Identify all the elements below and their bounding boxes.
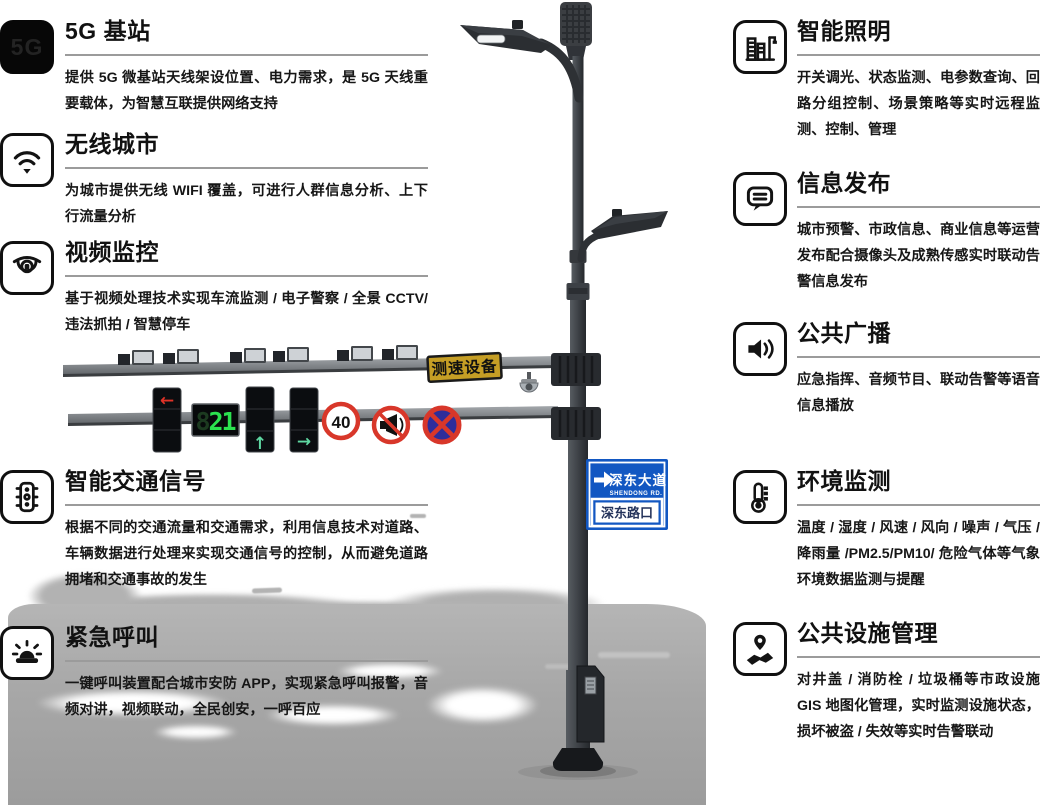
pole <box>566 56 590 750</box>
svg-text:→: → <box>297 432 311 452</box>
section-body: 开关调光、状态监测、电参数查询、回路分组控制、场景策略等实时远程监测、控制、管理 <box>797 70 1040 138</box>
svg-text:2: 2 <box>208 407 223 436</box>
no-stopping-sign <box>422 405 462 445</box>
section-smart-traffic-signal: 智能交通信号 根据不同的交通流量和交通需求，利用信息技术对道路、车辆数据进行处理… <box>0 468 428 593</box>
svg-text:深东大道: 深东大道 <box>609 472 667 488</box>
five-g-icon: 5G <box>0 20 54 74</box>
lamp-arm-left <box>460 20 584 103</box>
divider <box>797 356 1040 358</box>
svg-text:8: 8 <box>195 407 210 436</box>
led-lamp-window <box>476 34 506 44</box>
dome-camera <box>519 372 539 393</box>
divider <box>797 54 1040 56</box>
thermometer-icon <box>733 470 787 524</box>
signal-left-arrow: ← <box>152 387 182 453</box>
divider <box>797 504 1040 506</box>
svg-text:SHENDONG RD.: SHENDONG RD. <box>610 491 663 497</box>
svg-text:1: 1 <box>221 407 236 436</box>
divider <box>65 54 428 56</box>
ground-streak <box>410 514 426 518</box>
ground-highlight <box>258 703 408 727</box>
crossbar-bracket-upper <box>551 353 601 386</box>
dome-camera-icon <box>0 241 54 295</box>
ground-highlight <box>25 688 240 718</box>
divider <box>65 504 428 506</box>
camera-units <box>118 345 418 365</box>
ground-highlight <box>330 662 450 680</box>
section-title: 公共广播 <box>797 320 891 346</box>
speaker-icon <box>733 322 787 376</box>
antenna-5g <box>560 2 592 60</box>
facility-map-icon <box>733 622 787 676</box>
ground-streak <box>545 664 587 669</box>
signal-up-arrow: ↑ <box>245 386 275 454</box>
section-public-broadcast: 公共广播 应急指挥、音频节目、联动告警等语音信息播放 <box>733 320 1040 419</box>
speed-device-sign: 测速设备 <box>426 351 503 384</box>
ground-highlight <box>420 684 545 726</box>
street-name-sign: 深东大道 SHENDONG RD. 深东路口 <box>586 459 668 530</box>
traffic-light-icon <box>0 470 54 524</box>
section-smart-lighting: 智能照明 开关调光、状态监测、电参数查询、回路分组控制、场景策略等实时远程监测、… <box>733 18 1040 143</box>
section-body: 应急指挥、音频节目、联动告警等语音信息播放 <box>797 372 1040 414</box>
section-body: 根据不同的交通流量和交通需求，利用信息技术对道路、车辆数据进行处理来实现交通信号… <box>65 520 428 588</box>
section-5g-base-station: 5G 5G 基站 提供 5G 微基站天线架设位置、电力需求，是 5G 天线重要载… <box>0 18 428 117</box>
divider <box>797 656 1040 658</box>
divider <box>65 275 428 277</box>
no-horn-sign <box>371 405 411 445</box>
call-box <box>576 665 605 743</box>
section-body: 一键呼叫装置配合城市安防 APP，实现紧急呼叫报警，音频对讲，视频联动，全民创安… <box>65 676 428 718</box>
signal-countdown: 8 2 1 <box>191 403 240 437</box>
section-body: 为城市提供无线 WIFI 覆盖，可进行人群信息分析、上下行流量分析 <box>65 183 428 225</box>
section-title: 5G 基站 <box>65 18 151 44</box>
section-body: 基于视频处理技术实现车流监测 / 电子警察 / 全景 CCTV/ 违法抓拍 / … <box>65 291 428 333</box>
section-title: 公共设施管理 <box>797 620 938 646</box>
section-body: 温度 / 湿度 / 风速 / 风向 / 噪声 / 气压 / 降雨量 /PM2.5… <box>797 520 1040 588</box>
section-title: 智能照明 <box>797 18 891 44</box>
section-wireless-city: 无线城市 为城市提供无线 WIFI 覆盖，可进行人群信息分析、上下行流量分析 <box>0 131 428 230</box>
pole-shadow <box>518 764 638 780</box>
section-body: 城市预警、市政信息、商业信息等运营发布配合摄像头及成熟传感实时联动告警信息发布 <box>797 222 1040 290</box>
speed-limit-sign: 40 <box>321 401 361 441</box>
lamp-arm-right <box>577 209 668 263</box>
svg-text:深东路口: 深东路口 <box>601 506 653 521</box>
ground-highlight <box>148 724 243 740</box>
divider <box>65 167 428 169</box>
signal-right-arrow: → <box>289 387 319 453</box>
section-title: 紧急呼叫 <box>65 624 159 650</box>
divider <box>797 206 1040 208</box>
sign-arrow-icon <box>594 471 614 488</box>
section-title: 视频监控 <box>65 239 159 265</box>
section-body: 对井盖 / 消防栓 / 垃圾桶等市政设施 GIS 地图化管理，实时监测设施状态，… <box>797 672 1040 740</box>
pole-base <box>552 748 604 771</box>
section-environment-monitor: 环境监测 温度 / 湿度 / 风速 / 风向 / 噪声 / 气压 / 降雨量 /… <box>733 468 1040 593</box>
svg-text:↑: ↑ <box>253 434 267 454</box>
divider <box>65 660 428 662</box>
wifi-icon <box>0 133 54 187</box>
info-publish-icon <box>733 172 787 226</box>
section-body: 提供 5G 微基站天线架设位置、电力需求，是 5G 天线重要载体，为智慧互联提供… <box>65 70 428 112</box>
svg-text:←: ← <box>160 391 174 411</box>
section-title: 信息发布 <box>797 170 891 196</box>
smart-lighting-icon <box>733 20 787 74</box>
section-title: 无线城市 <box>65 131 159 157</box>
section-facility-management: 公共设施管理 对井盖 / 消防栓 / 垃圾桶等市政设施 GIS 地图化管理，实时… <box>733 620 1040 745</box>
section-video-surveillance: 视频监控 基于视频处理技术实现车流监测 / 电子警察 / 全景 CCTV/ 违法… <box>0 239 428 338</box>
section-emergency-call: 紧急呼叫 一键呼叫装置配合城市安防 APP，实现紧急呼叫报警，音频对讲，视频联动… <box>0 624 428 723</box>
section-title: 环境监测 <box>797 468 891 494</box>
svg-text:40: 40 <box>332 413 351 432</box>
ground-streak <box>598 652 670 658</box>
emergency-alarm-icon <box>0 626 54 680</box>
svg-text:测速设备: 测速设备 <box>431 356 498 378</box>
section-info-publish: 信息发布 城市预警、市政信息、商业信息等运营发布配合摄像头及成熟传感实时联动告警… <box>733 170 1040 295</box>
section-title: 智能交通信号 <box>65 468 206 494</box>
